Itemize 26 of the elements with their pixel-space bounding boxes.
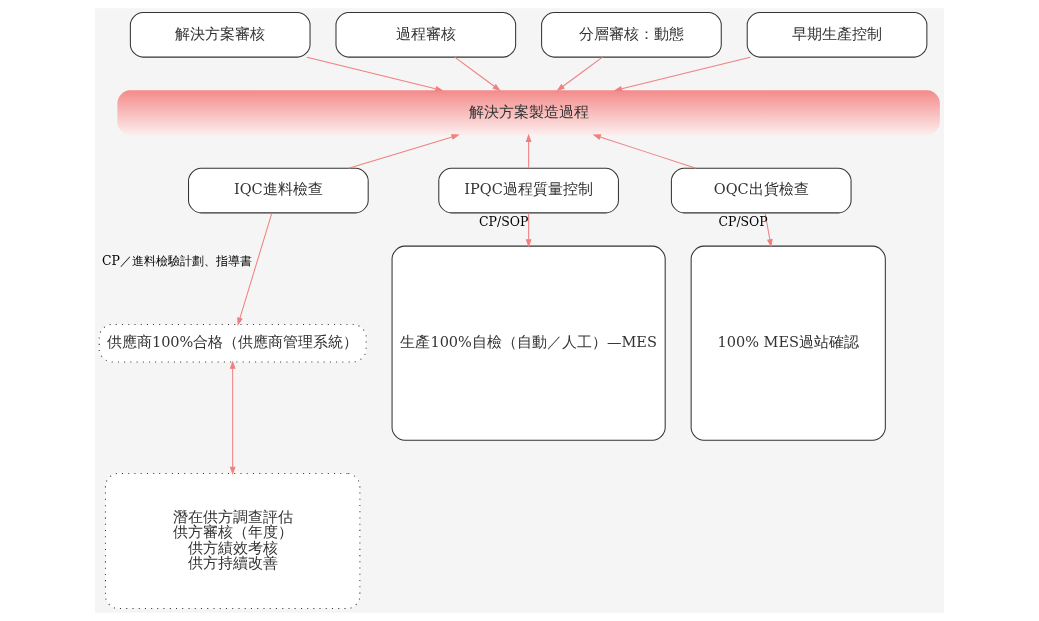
node-box: 過程審核	[335, 11, 517, 58]
arrow	[764, 212, 773, 248]
edge-label: CP／進料檢驗計劃、指導書	[102, 253, 252, 269]
node-box: 潛在供方調查評估 供方審核（年度） 供方績效考核 供方持續改善	[104, 473, 361, 610]
edge-label: CP/SOP	[479, 214, 529, 230]
arrow	[454, 56, 501, 92]
arrow	[348, 134, 460, 169]
arrow	[525, 133, 532, 169]
node-box: 分層審核：動態	[541, 11, 722, 58]
arrow	[556, 56, 604, 92]
edge-label: CP/SOP	[718, 213, 768, 229]
node-box: 解決方案製造過程	[117, 90, 940, 135]
arrow	[237, 212, 273, 326]
arrow	[592, 134, 697, 169]
node-box: 早期生產控制	[746, 11, 928, 58]
node-box: 100% MES過站確認	[690, 245, 886, 441]
node-box: 生產100%自檢（自動／人工）—MES	[391, 245, 666, 441]
arrow	[525, 212, 532, 248]
arrow	[229, 360, 236, 476]
arrow	[613, 56, 751, 92]
arrow	[306, 56, 444, 92]
node-box: 解決方案審核	[129, 11, 311, 58]
node-box: IPQC過程質量控制	[438, 167, 619, 214]
node-box: 供應商100%合格（供應商管理系統）	[98, 324, 367, 363]
node-box: IQC進料檢查	[188, 167, 369, 214]
node-box: OQC出貨檢查	[670, 167, 852, 214]
